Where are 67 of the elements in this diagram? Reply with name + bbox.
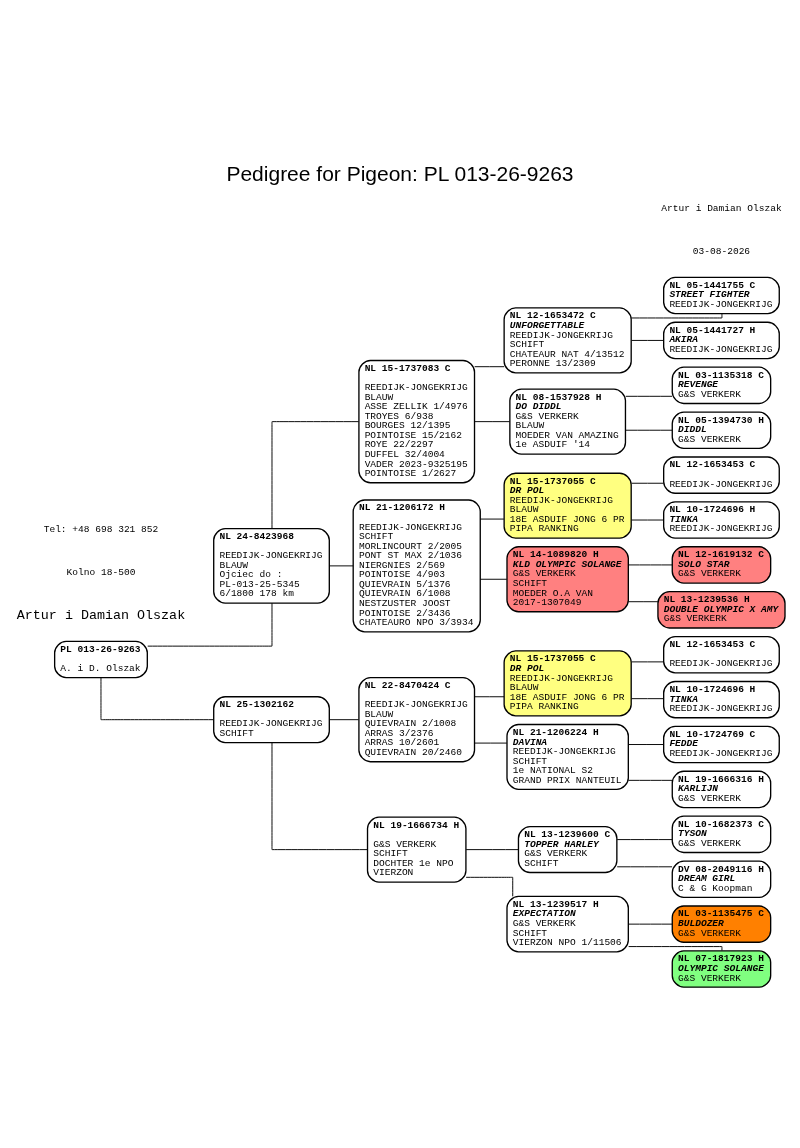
node-box: NL 05-1441727 H AKIRA REEDIJK-JONGEKRIJG [663,321,780,360]
connector [631,519,664,521]
connector [616,839,673,841]
connector [627,601,659,603]
connector [474,421,511,423]
connector [465,876,514,897]
node-box: NL 25-1302162 REEDIJK-JONGEKRIJG SCHIFT [213,696,330,744]
connector [627,744,665,745]
connector [628,946,723,951]
connector [147,602,273,647]
connector [616,866,673,868]
node-box: NL 21-1206224 H DAVINA REEDIJK-JONGEKRIJG SCHIFT 1e NATIONAL S2 GRAND PRIX NANTEUIL [506,723,629,791]
connector [627,923,673,925]
node-box: NL 22-8470424 C REEDIJK-JONGEKRIJG BLAUW QUIEVRAIN 2/1008 ARRAS 3/2376 ARRAS 10/2601 QUIEVRAIN 20/2460 [358,677,476,763]
node-box: NL 19-1666734 H G&S VERKERK SCHIFT DOCHTER 1e NPO VIERZON [366,816,467,883]
node-box: NL 05-1394730 H DIDDL G&S VERKERK [671,411,772,450]
node-box: NL 21-1206172 H REEDIJK-JONGEKRIJG SCHIFT MORLINCOURT 2/2005 PONT ST MAX 2/1036 NIERGNIES 2/569 POINTOISE 4/903 QUIEVRAIN 5/1376 QUIEVRAIN 6/1008 NESTZUSTER JOOST POINTOISE 2/3436 CHATEAURO NPO 3/3934 [352,499,481,633]
diagram-title: Pedigree for Pigeon: PL 013-26-9263 [226,162,574,186]
connector [271,421,360,529]
label: Artur i Damian Olszak [16,608,186,624]
node-box: NL 13-1239517 H EXPECTATION G&S VERKERK SCHIFT VIERZON NPO 1/11506 [506,895,629,953]
node-box: NL 13-1239600 C TOPPER HARLEY G&S VERKERK SCHIFT [517,826,618,874]
connector [631,698,664,700]
connector [630,313,723,319]
connector [627,564,673,566]
node-box: NL 15-1737055 C DR POL REEDIJK-JONGEKRIJG BLAUW 18E ASDUIF JONG 6 PR PIPA RANKING [503,650,632,717]
connector [328,719,360,721]
connector [631,339,664,341]
connector [479,578,508,580]
connector [474,696,505,698]
node-box: NL 12-1653453 C REEDIJK-JONGEKRIJG [663,635,780,674]
connector [271,742,368,851]
connector [474,366,505,368]
node-box: NL 10-1682373 C TYSON G&S VERKERK [671,815,772,854]
node-box: NL 10-1724769 C FEDDE REEDIJK-JONGEKRIJG [663,725,780,764]
connector [465,849,519,851]
node-box: NL 24-8423968 REEDIJK-JONGEKRIJG BLAUW Ojciec do : PL-013-25-5345 6/1800 178 km [213,527,330,604]
connector [625,429,673,431]
connector [631,661,664,663]
connector [625,395,673,397]
connector [627,779,673,781]
node-box: NL 10-1724696 H TINKA REEDIJK-JONGEKRIJG [663,501,780,539]
node-box: NL 12-1653472 C UNFORGETTABLE REEDIJK-JONGEKRIJG SCHIFT CHATEAUR NAT 4/13512 PERONNE 13/2309 [503,307,632,374]
label: Tel: +48 698 321 852 [43,523,159,535]
node-box: NL 12-1653453 C REEDIJK-JONGEKRIJG [663,456,780,494]
node-box: NL 07-1817923 H OLYMPIC SOLANGE G&S VERKERK [671,950,772,988]
node-box: NL 13-1239536 H DOUBLE OLYMPIC X AMY G&S VERKERK [657,591,786,629]
node-box: NL 08-1537928 H DO DIDDL G&S VERKERK BLAUW MOEDER VAN AMAZING 1e ASDUIF '14 [509,388,627,455]
connector [631,482,664,484]
node-box: NL 10-1724696 H TINKA REEDIJK-JONGEKRIJG [663,680,780,719]
node-box: NL 15-1737055 C DR POL REEDIJK-JONGEKRIJG BLAUW 18E ASDUIF JONG 6 PR PIPA RANKING [503,472,632,539]
label: Kolno 18-500 [66,566,136,578]
connector [479,518,505,520]
connector [328,565,354,567]
connector [100,677,214,721]
node-box: NL 03-1135475 C BULDOZER G&S VERKERK [671,905,772,943]
node-box: NL 12-1619132 C SOLO STAR G&S VERKERK [671,546,772,584]
node-box: NL 19-1666316 H KARLIJN G&S VERKERK [671,770,772,809]
node-box: NL 05-1441755 C STREET FIGHTER REEDIJK-JONGEKRIJG [663,276,780,315]
node-box: PL 013-26-9263 A. i D. Olszak [54,640,148,679]
node-box: NL 03-1135318 C REVENGE G&S VERKERK [671,366,772,405]
node-box: NL 14-1089820 H KLD OLYMPIC SOLANGE G&S VERKERK SCHIFT MOEDER O.A VAN 2017-1307049 [506,546,629,613]
node-box: NL 15-1737083 C REEDIJK-JONGEKRIJG BLAUW ASSE ZELLIK 1/4976 TROYES 6/938 BOURGES 12/1395 POINTOISE 15/2162 ROYE 22/2297 DUFFEL 32/4004 VADER 2023-9325195 POINTOISE 1/2627 [358,359,476,484]
connector [474,742,508,744]
label: 03-08-2026 [692,245,751,257]
label: Artur i Damian Olszak [661,202,782,214]
node-box: DV 08-2049116 H DREAM GIRL C & G Koopman [671,860,772,899]
